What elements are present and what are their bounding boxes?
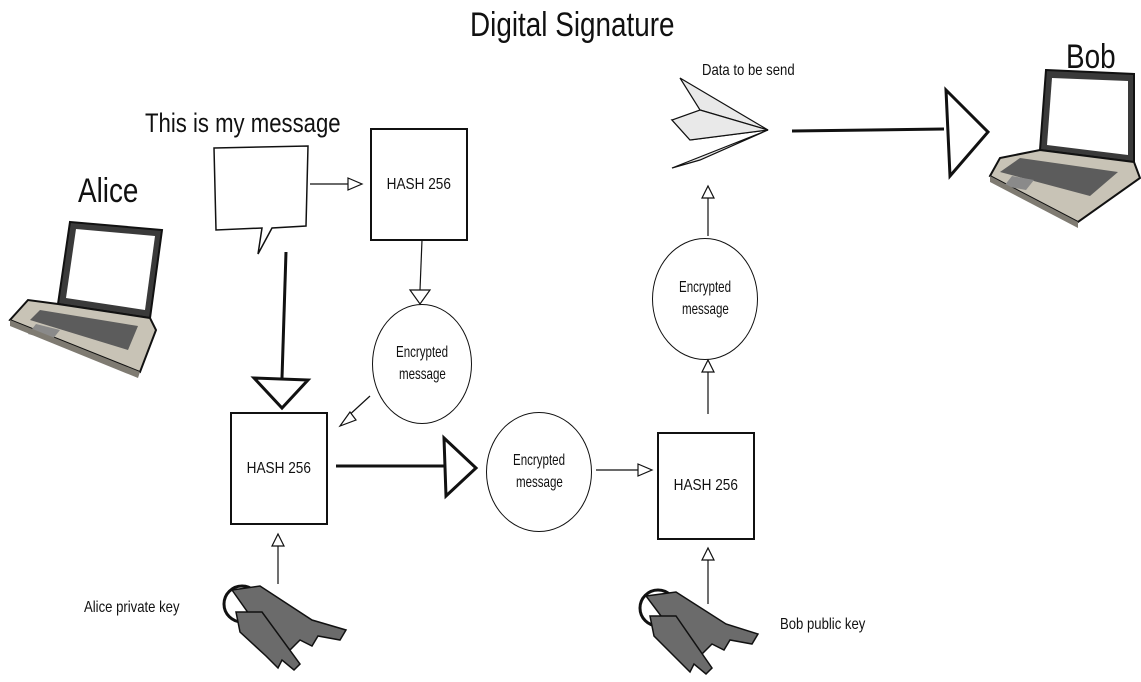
- alice-laptop-icon: [8, 220, 164, 378]
- arrow-plane-to-bob: [791, 127, 945, 133]
- hash-256-box-bob: HASH 256: [657, 432, 755, 540]
- message-label: message: [681, 301, 729, 318]
- paper-plane-icon: [670, 77, 769, 169]
- arrow-bubble-to-hash-alice: [280, 251, 288, 379]
- message-label: message: [398, 366, 446, 383]
- message-label: message: [515, 474, 563, 491]
- encrypted-message-circle-2: Encrypted message: [486, 412, 592, 532]
- encrypted-message-circle-3: Encrypted message: [652, 238, 758, 360]
- encrypted-label: Encrypted: [395, 344, 449, 361]
- diagram-title: Digital Signature: [470, 6, 675, 44]
- hash-256-box-top: HASH 256: [370, 128, 468, 241]
- data-to-send-caption: Data to be send: [702, 62, 795, 79]
- hash-256-box-alice: HASH 256: [230, 412, 328, 525]
- arrow-hash-to-encrypted: [419, 239, 423, 291]
- bob-label: Bob: [1066, 38, 1116, 76]
- encrypted-label: Encrypted: [678, 279, 732, 296]
- alice-key-icon: [222, 584, 348, 672]
- encrypted-message-circle-1: Encrypted message: [372, 304, 472, 424]
- bob-laptop-icon: [988, 68, 1141, 228]
- hash-256-label: HASH 256: [673, 477, 739, 494]
- encrypted-label: Encrypted: [512, 452, 566, 469]
- speech-bubble-icon: [213, 145, 309, 255]
- alice-private-key-caption: Alice private key: [84, 599, 180, 616]
- bob-key-icon: [638, 588, 760, 676]
- message-caption: This is my message: [145, 108, 341, 138]
- alice-label: Alice: [78, 172, 139, 210]
- bob-public-key-caption: Bob public key: [780, 616, 866, 633]
- hash-256-label: HASH 256: [246, 459, 312, 477]
- hash-256-label: HASH 256: [386, 175, 452, 193]
